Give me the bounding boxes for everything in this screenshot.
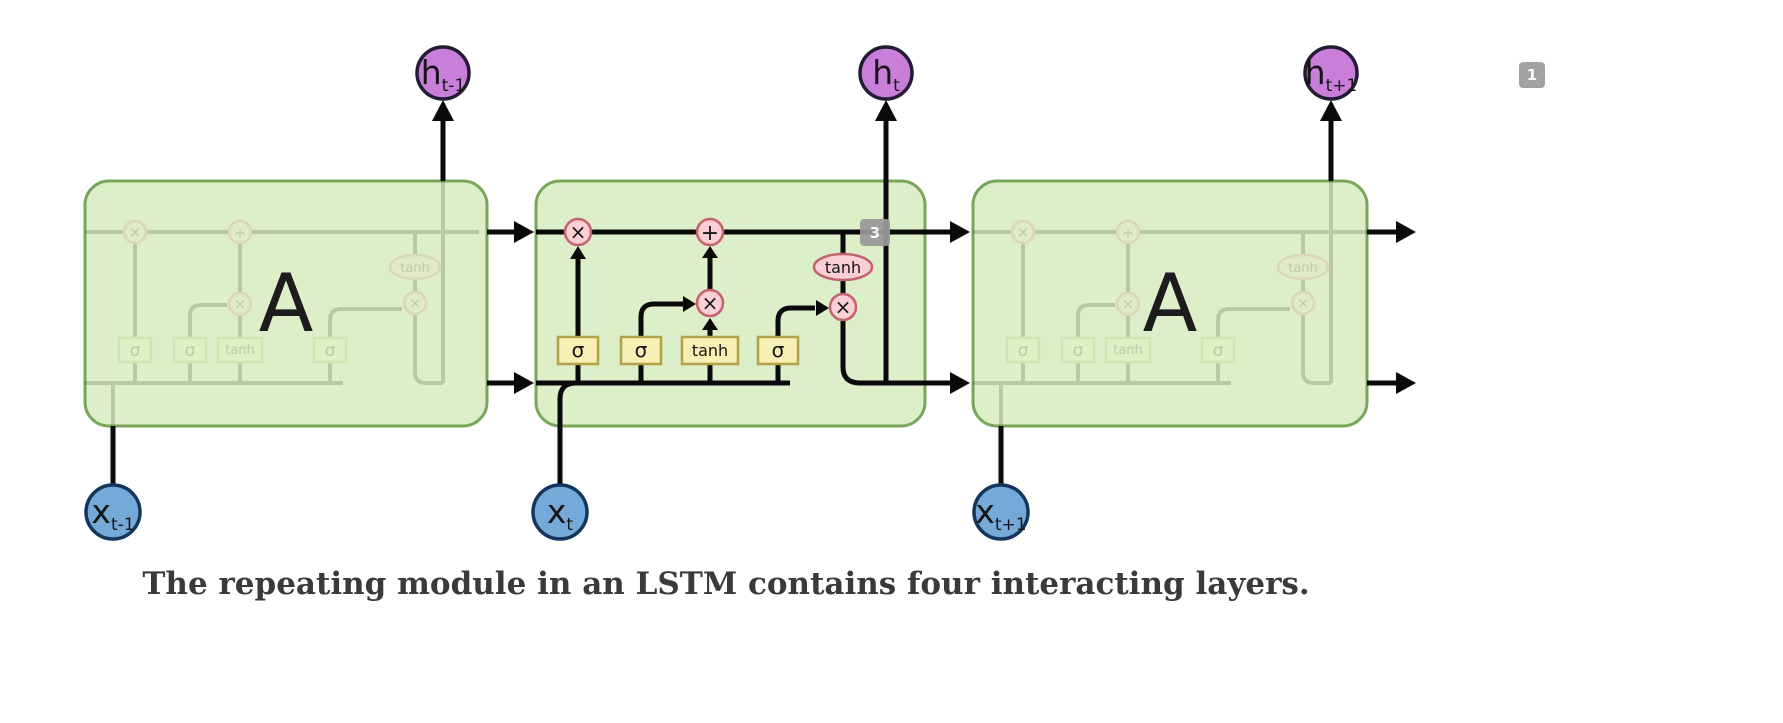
- tanh-layer-label: tanh: [692, 341, 728, 360]
- output-multiply-op: [828, 292, 858, 322]
- x-prev-label: xt-1: [91, 492, 134, 535]
- output-gate-wire: [775, 305, 815, 337]
- output-node-h-prev: [415, 45, 471, 101]
- x-symbol: x: [91, 492, 111, 531]
- h-prev-label: ht-1: [421, 53, 466, 96]
- lstm-cell-next: [971, 179, 1369, 428]
- x-next-label: xt+1: [975, 492, 1026, 535]
- pointwise-tanh-op: [812, 252, 874, 282]
- arrow-head-right: [683, 296, 696, 312]
- input-gate-wire: [638, 301, 683, 337]
- sigma-label: σ: [635, 338, 648, 362]
- cell-letter-previous: A: [259, 257, 314, 350]
- arrow-head-right: [514, 372, 534, 394]
- h-symbol: h: [1305, 53, 1326, 92]
- x-subscript: t+1: [995, 515, 1027, 535]
- figure-caption: The repeating module in an LSTM contains…: [142, 566, 1310, 602]
- input-node-x-prev: [84, 483, 142, 541]
- arrow-head-right: [816, 300, 829, 316]
- output-wire: [840, 320, 925, 386]
- arrow-head-up: [432, 100, 454, 121]
- output-node-h-next: [1303, 45, 1359, 101]
- x-subscript: t: [566, 515, 573, 535]
- arrow-head-right: [1396, 372, 1416, 394]
- arrow-head-right: [1396, 221, 1416, 243]
- input-node-x-current: [531, 483, 589, 541]
- multiply-label: ×: [835, 295, 852, 319]
- annotation-badge-1: 1: [1519, 62, 1545, 88]
- arrow-head-up: [702, 318, 718, 330]
- arrow-head-up: [1320, 100, 1342, 121]
- add-label: +: [701, 221, 719, 246]
- output-gate-sigma: [756, 335, 800, 366]
- sigma-label: σ: [772, 338, 785, 362]
- h-subscript: t: [893, 76, 900, 96]
- x-symbol: x: [975, 492, 995, 531]
- arrow-head-right: [950, 221, 970, 243]
- forget-gate-sigma: [556, 335, 600, 366]
- multiply-label: ×: [570, 220, 587, 244]
- arrow-head-up: [702, 246, 718, 258]
- h-symbol: h: [421, 53, 442, 92]
- input-node-x-next: [972, 483, 1030, 541]
- output-node-h-current: [858, 45, 914, 101]
- x-symbol: x: [547, 492, 567, 531]
- input-gate-sigma: [619, 335, 663, 366]
- h-subscript: t-1: [442, 76, 466, 96]
- add-op: [695, 217, 725, 247]
- arrow-head-up: [875, 100, 897, 121]
- arrow-head-right: [514, 221, 534, 243]
- x-current-label: xt: [547, 492, 574, 535]
- arrow-head-up: [570, 246, 586, 259]
- h-subscript: t+1: [1326, 76, 1358, 96]
- multiply-label: ×: [702, 291, 719, 315]
- lstm-cell-current: [534, 179, 927, 428]
- forget-multiply-op: [563, 217, 593, 247]
- sigma-label: σ: [572, 338, 585, 362]
- pointwise-tanh-label: tanh: [825, 258, 861, 277]
- input-multiply-op: [695, 288, 725, 318]
- h-current-label: ht: [872, 53, 900, 96]
- arrow-head-right: [950, 372, 970, 394]
- x-subscript: t-1: [111, 515, 135, 535]
- h-next-label: ht+1: [1305, 53, 1358, 96]
- cell-letter-next: A: [1143, 257, 1198, 350]
- h-symbol: h: [872, 53, 893, 92]
- candidate-tanh-layer: [680, 335, 740, 366]
- lstm-cell-previous: [83, 179, 489, 428]
- annotation-badge-3: 3: [860, 219, 890, 246]
